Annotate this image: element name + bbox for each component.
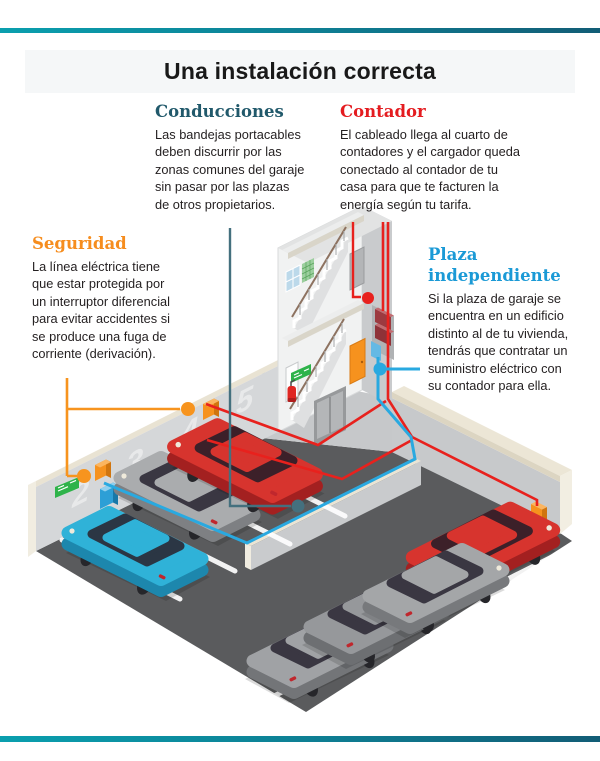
blue-junction-box [371, 341, 381, 361]
callout-plaza-independiente: Plaza independiente Si la plaza de garaj… [428, 244, 596, 394]
page-title: Una instalación correcta [164, 58, 436, 84]
exit-sign-stairwell [291, 364, 311, 383]
low-dividing-wall [245, 458, 421, 570]
exit-sign-left-wall [55, 477, 79, 498]
callout-body: La línea eléctrica tiene que estar prote… [32, 259, 170, 362]
fire-extinguisher [287, 379, 296, 402]
callout-conducciones: Conducciones Las bandejas portacables de… [155, 101, 335, 213]
callout-body: Si la plaza de garaje se encuentra en un… [428, 291, 569, 394]
callout-body: El cableado llega al cuarto de contadore… [340, 127, 520, 212]
top-accent-bar [0, 28, 600, 33]
callout-body: Las bandejas portacables deben discurrir… [155, 127, 305, 212]
leader-seguridad [65, 378, 195, 483]
elevator [314, 386, 346, 445]
bottom-accent-bar [0, 736, 600, 742]
orange-door [349, 337, 366, 385]
callout-contador: Contador El cableado llega al cuarto de … [340, 101, 540, 213]
leader-contador [351, 222, 374, 304]
leader-plaza [373, 362, 420, 376]
right-wall [392, 386, 572, 534]
stall-number: 5 [236, 378, 254, 422]
window-mullions [285, 268, 301, 289]
railing [291, 226, 347, 318]
callout-heading: Contador [340, 102, 426, 121]
blue-cable [103, 357, 417, 545]
callout-seguridad: Seguridad La línea eléctrica tiene que e… [32, 233, 210, 362]
railing [289, 318, 345, 410]
title-band: Una instalación correcta [25, 50, 575, 93]
leader-conducciones [228, 228, 305, 513]
callout-heading: Seguridad [32, 234, 127, 253]
callout-heading: Conducciones [155, 102, 284, 121]
callout-heading: Plaza independiente [428, 245, 561, 285]
